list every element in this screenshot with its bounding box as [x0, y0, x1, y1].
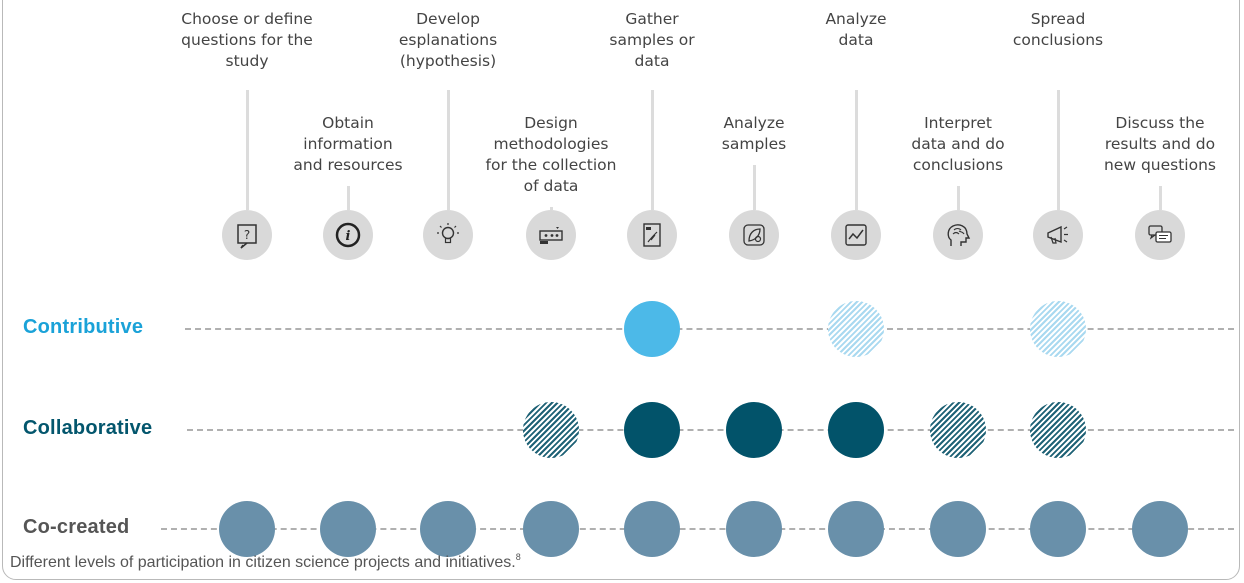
participation-dot-full [828, 402, 884, 458]
participation-dot-partial [828, 301, 884, 357]
stage-connector-line [1158, 186, 1162, 210]
participation-dot-partial [1030, 402, 1086, 458]
stage-connector-line [245, 90, 249, 210]
head-brain-icon [933, 210, 983, 260]
stage-label: Choose or define questions for the study [172, 9, 322, 72]
clipboard-icon [627, 210, 677, 260]
stage-label-line: study [225, 52, 269, 70]
stage-label: Gather samples or data [577, 9, 727, 72]
stage-label-line: Develop [416, 10, 480, 28]
stage-connector-line [1056, 90, 1060, 210]
stage-label-line: Interpret [924, 114, 992, 132]
stage-label-line: samples or [609, 31, 695, 49]
stage-connector-line [446, 90, 450, 210]
stage-label-line: (hypothesis) [399, 52, 497, 70]
caption-text: Different levels of participation in cit… [10, 554, 516, 571]
participation-dot-full [1030, 501, 1086, 557]
level-label: Contributive [23, 316, 144, 338]
line-chart-icon [831, 210, 881, 260]
participation-dot-partial [930, 402, 986, 458]
participation-dot-full [828, 501, 884, 557]
stage-label: Analyze data [781, 9, 931, 51]
stage-label-line: Design [524, 114, 578, 132]
stage-label-line: Discuss the [1115, 114, 1205, 132]
stage-label: Analyze samples [679, 113, 829, 155]
participation-dot-full [624, 402, 680, 458]
participation-dot-partial [1030, 301, 1086, 357]
caption: Different levels of participation in cit… [10, 552, 521, 572]
info-icon: i [323, 210, 373, 260]
level-label: Co-created [23, 516, 130, 538]
level-dashed-line [185, 328, 1234, 330]
participation-dot-partial [523, 402, 579, 458]
stage-connector-line [650, 90, 654, 210]
question-icon: ? [222, 210, 272, 260]
participation-dot-full [420, 501, 476, 557]
stage-label-line: conclusions [912, 156, 1004, 174]
stage-connector-line [549, 207, 553, 210]
stage-label: Spread conclusions [983, 9, 1133, 51]
participation-dot-full [726, 501, 782, 557]
stage-connector-line [752, 165, 756, 210]
stage-connector-line [956, 186, 960, 210]
leaf-sample-icon [729, 210, 779, 260]
stage-label: Interpret data and do conclusions [883, 113, 1033, 176]
stage-label-line: for the collection [485, 156, 617, 174]
participation-dot-full [219, 501, 275, 557]
stage-label-line: Choose or define [181, 10, 313, 28]
participation-dot-full [726, 402, 782, 458]
stage-label: Design methodologies for the collection of … [476, 113, 626, 197]
stage-label-line: Obtain [322, 114, 374, 132]
stage-label: Discuss the results and do new questions [1085, 113, 1235, 176]
participation-dot-full [320, 501, 376, 557]
stage-label: Obtain information and resources [273, 113, 423, 176]
stage-label-line: results and do [1104, 135, 1216, 153]
stage-connector-line [854, 90, 858, 210]
stage-label-line: and resources [293, 156, 403, 174]
stage-label-line: of data [523, 177, 579, 195]
stage-label-line: Analyze [825, 10, 887, 28]
caption-footnote: 8 [515, 552, 521, 562]
stage-label-line: Gather [625, 10, 679, 28]
stage-label-line: information [303, 135, 393, 153]
megaphone-icon [1033, 210, 1083, 260]
stage-label-line: data [634, 52, 670, 70]
level-dashed-line [187, 429, 1234, 431]
stage-connector-line [346, 186, 350, 210]
svg-text:?: ? [244, 228, 250, 242]
stage-label-line: Spread [1030, 10, 1086, 28]
stage-label-line: samples [721, 135, 787, 153]
methodology-icon [526, 210, 576, 260]
chat-bubbles-icon [1135, 210, 1185, 260]
stage-label-line: new questions [1103, 156, 1216, 174]
level-dashed-line [161, 528, 1234, 530]
stage-label-line: data and do [911, 135, 1005, 153]
stage-label-line: methodologies [493, 135, 609, 153]
stage-label: Develop esplanations (hypothesis) [373, 9, 523, 72]
stage-label-line: data [838, 31, 874, 49]
participation-dot-full [930, 501, 986, 557]
participation-dot-full [624, 301, 680, 357]
participation-dot-full [624, 501, 680, 557]
participation-dot-full [1132, 501, 1188, 557]
lightbulb-icon [423, 210, 473, 260]
stage-label-line: esplanations [398, 31, 498, 49]
stage-label-line: questions for the [181, 31, 313, 49]
participation-dot-full [523, 501, 579, 557]
level-label: Collaborative [23, 417, 153, 439]
stage-label-line: conclusions [1012, 31, 1104, 49]
stage-label-line: Analyze [723, 114, 785, 132]
svg-text:i: i [346, 229, 351, 244]
